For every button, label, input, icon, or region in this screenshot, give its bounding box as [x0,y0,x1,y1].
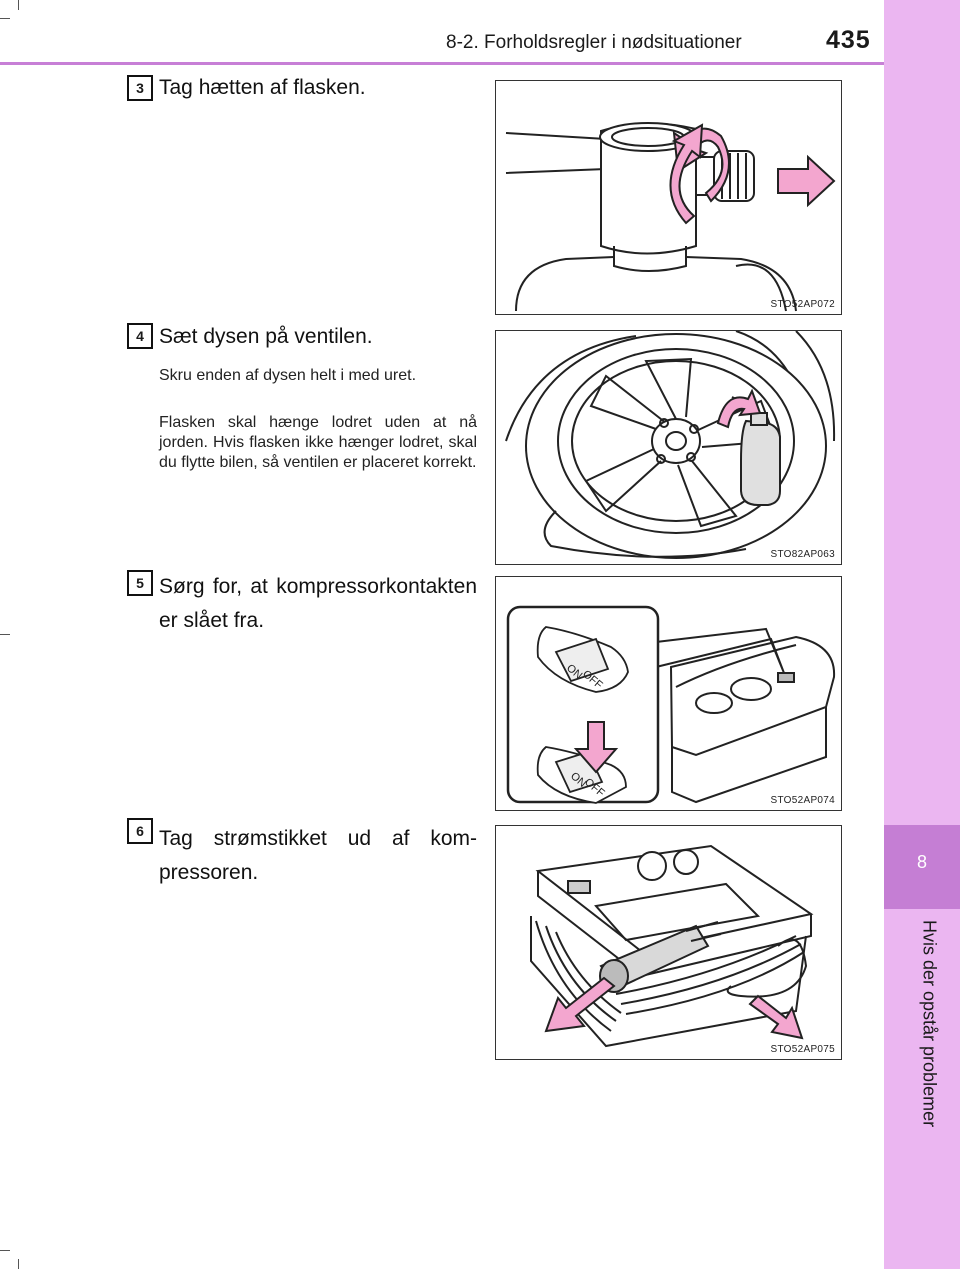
step-instruction: Flasken skal hænge lodret uden at nå jor… [159,414,477,471]
step-number-badge: 4 [127,323,153,349]
pull-arrow-icon [777,154,836,208]
chapter-number: 8 [916,852,927,872]
chapter-title: Hvis der opstår problemer [919,920,940,1128]
chapter-number-box [884,825,960,909]
page-number: 435 [826,26,871,54]
figure-attach-nozzle: STO82AP063 [495,330,842,565]
crop-mark [0,18,10,19]
pull-arrow-icon [748,994,804,1040]
step-number-badge: 5 [127,570,153,596]
figure-remove-cap: STO52AP072 [495,80,842,315]
pull-arrow-icon [544,976,616,1033]
figure-code: STO52AP072 [770,299,835,310]
compressor-switch-illustration: ON OFF ON OFF [506,605,836,804]
header-rule [0,62,884,65]
figure-compressor-switch-off: ON OFF ON OFF STO52AP074 [495,576,842,811]
step-title: Tag strømstikket ud af kom-pressoren. [159,827,477,884]
crop-mark [18,0,19,10]
figure-unplug-compressor: STO52AP075 [495,825,842,1060]
step-instruction: Skru enden af dysen helt i med uret. [159,367,417,384]
figure-code: STO82AP063 [770,549,835,560]
chapter-tab [884,0,960,1269]
press-arrow-icon [573,721,619,774]
step-title: Tag hætten af flasken. [159,76,366,99]
wheel-valve-illustration [505,331,836,559]
crop-mark [0,1250,10,1251]
figure-code: STO52AP075 [770,1044,835,1055]
step-number-badge: 3 [127,75,153,101]
crop-mark [18,1259,19,1269]
bottle-cap-illustration [505,122,836,312]
crop-mark [0,634,10,635]
step-title: Sørg for, at kompressorkontakten er slåe… [159,575,477,632]
rotate-arrow-icon [716,388,762,429]
compressor-plug-illustration [530,844,814,1048]
step-number-badge: 6 [127,818,153,844]
step-title: Sæt dysen på ventilen. [159,325,373,348]
section-title: 8-2. Forholdsregler i nødsituationer [446,32,742,53]
figure-code: STO52AP074 [770,795,835,806]
